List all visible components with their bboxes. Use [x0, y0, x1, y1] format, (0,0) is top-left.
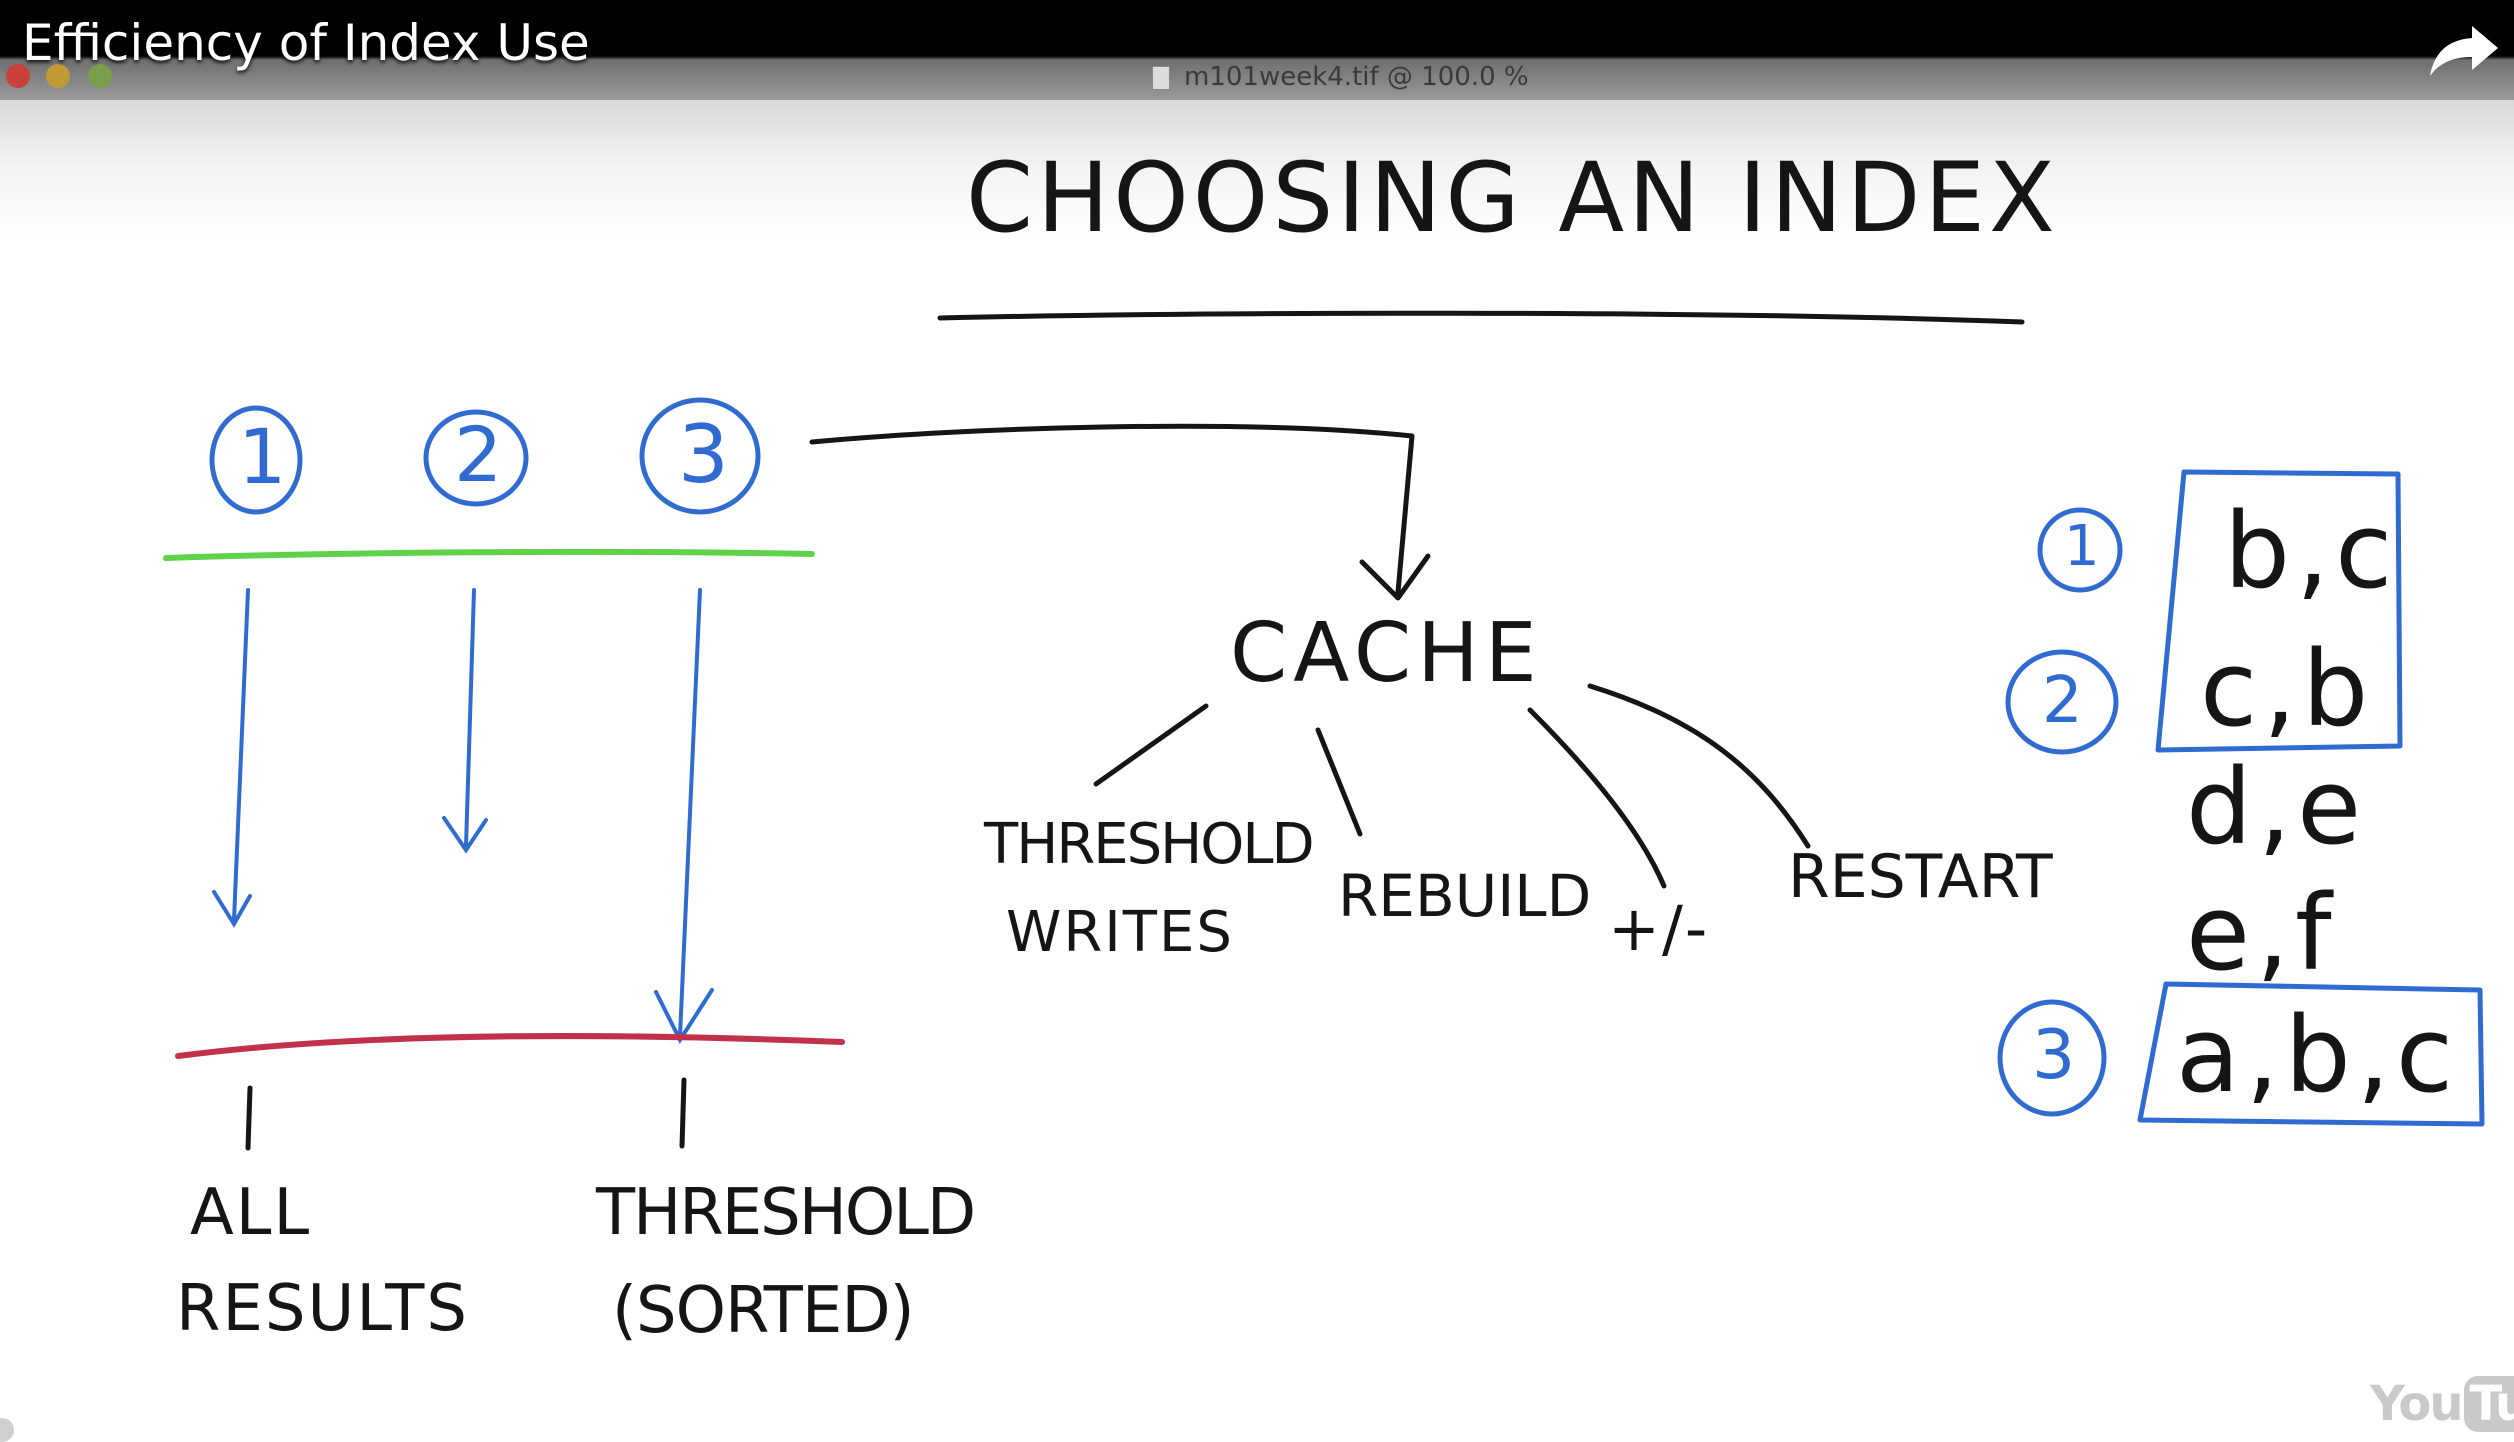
heading: CHOOSING AN INDEX [966, 142, 2059, 254]
index-label-2: 2 [2042, 664, 2083, 738]
plan-1-arrow [212, 588, 252, 928]
branch-rebuild [1315, 727, 1363, 837]
video-title-bar: m101week4.tif @ 100.0 % Efficiency of In… [0, 0, 2514, 100]
branch-writes-label: WRITES [1006, 900, 1234, 965]
heading-underline [937, 310, 2025, 325]
document-icon [1152, 66, 1170, 90]
index-label-1: 1 [2064, 514, 2100, 579]
index-entry-cb: c,b [2200, 628, 2375, 750]
plan-2-arrow [442, 588, 488, 854]
all-label: ALL [190, 1176, 312, 1250]
plan-2-circle [423, 409, 529, 507]
plan-1-label: 1 [238, 412, 287, 501]
branch-plusminus [1527, 707, 1667, 889]
branch-threshold-label: THRESHOLD [984, 812, 1315, 877]
plan-1-circle [209, 405, 303, 515]
branch-rebuild-label: REBUILD [1338, 862, 1592, 930]
index-label-3: 3 [2032, 1016, 2076, 1095]
youtube-logo-tube: Tube [2463, 1376, 2514, 1432]
plan-2-label: 2 [454, 410, 503, 499]
video-title[interactable]: Efficiency of Index Use [22, 14, 590, 72]
plan-3-label: 3 [678, 408, 729, 501]
window-minimize-icon[interactable] [46, 64, 70, 88]
index-entry-abc: a,b,c [2176, 994, 2460, 1116]
whiteboard [0, 100, 2514, 1442]
plan-3-circle [639, 397, 761, 515]
progress-scrubber[interactable] [0, 1418, 14, 1442]
index-entry-de: d,e [2186, 746, 2368, 868]
branch-threshold [1093, 703, 1209, 787]
window-close-icon[interactable] [6, 64, 30, 88]
start-line [163, 548, 815, 561]
all-results-tick [245, 1085, 253, 1151]
index-box-3 [2137, 981, 2485, 1127]
index-box-1-2 [2155, 469, 2403, 753]
youtube-logo[interactable]: YouTube [2370, 1376, 2514, 1432]
index-1-circle [2037, 507, 2123, 593]
finish-line [175, 1032, 845, 1059]
index-2-circle [2005, 649, 2119, 755]
plan-3-arrow [654, 588, 714, 1045]
index-entry-bc: b,c [2224, 490, 2399, 612]
window-zoom-icon[interactable] [88, 64, 112, 88]
threshold-tick [679, 1077, 687, 1149]
cache-label: CACHE [1230, 606, 1543, 701]
index-entry-ef: e,f [2186, 872, 2338, 994]
share-arrow-icon[interactable] [2428, 20, 2500, 80]
cache-connector [809, 423, 1431, 601]
branch-restart [1587, 683, 1811, 849]
results-label: RESULTS [176, 1272, 469, 1346]
threshold-label: THRESHOLD [596, 1176, 976, 1250]
index-3-circle [1997, 999, 2107, 1117]
document-title: m101week4.tif @ 100.0 % [1184, 62, 1529, 92]
sorted-label: (SORTED) [612, 1274, 915, 1348]
branch-plusminus-label: +/- [1608, 892, 1710, 965]
branch-restart-label: RESTART [1788, 842, 2053, 912]
youtube-logo-you: You [2370, 1376, 2463, 1432]
